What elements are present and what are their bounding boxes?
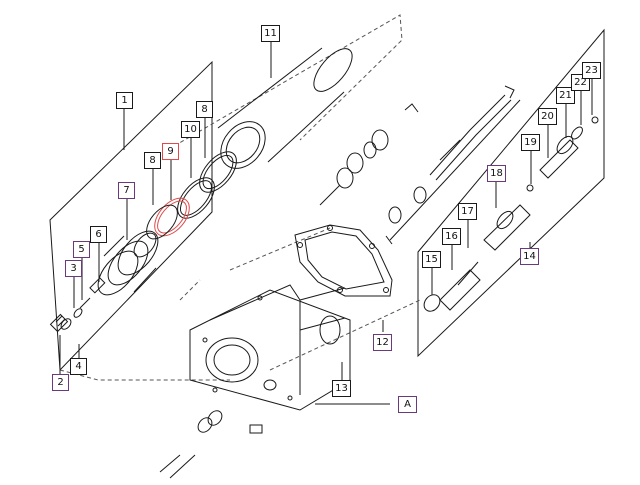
callout-4: 4	[70, 358, 87, 375]
callout-12: 12	[373, 334, 392, 351]
callout-7: 7	[118, 182, 135, 199]
valve-parts	[319, 85, 521, 245]
assembly-guide-lines	[59, 14, 421, 381]
callout-9: 9	[162, 143, 179, 160]
piston	[97, 230, 159, 296]
callout-16: 16	[442, 228, 461, 245]
callout-6: 6	[90, 226, 107, 243]
callout-18: 18	[487, 165, 506, 182]
callout-14: 14	[520, 248, 539, 265]
callout-2: 2	[52, 374, 69, 391]
tube-sleeve	[217, 47, 353, 169]
right-group-parts	[423, 116, 599, 312]
callout-8-lower: 8	[144, 152, 161, 169]
base-housing	[189, 284, 351, 411]
rings	[146, 151, 237, 240]
callout-19: 19	[521, 134, 540, 151]
callout-3: 3	[65, 260, 82, 277]
callout-8-upper: 8	[196, 101, 213, 118]
right-parts-panel	[417, 28, 605, 358]
callout-13: 13	[332, 380, 351, 397]
callout-1: 1	[116, 92, 133, 109]
left-parts-panel	[49, 60, 213, 372]
callout-5: 5	[73, 241, 90, 258]
callout-23: 23	[582, 62, 601, 79]
small-parts	[49, 277, 106, 333]
callout-11: 11	[261, 25, 280, 42]
callout-17: 17	[458, 203, 477, 220]
callout-A: A	[398, 396, 417, 413]
gasket	[294, 224, 393, 297]
callout-10: 10	[181, 121, 200, 138]
bottom-fittings	[159, 410, 263, 479]
callout-15: 15	[422, 251, 441, 268]
callout-21: 21	[556, 87, 575, 104]
callout-20: 20	[538, 108, 557, 125]
